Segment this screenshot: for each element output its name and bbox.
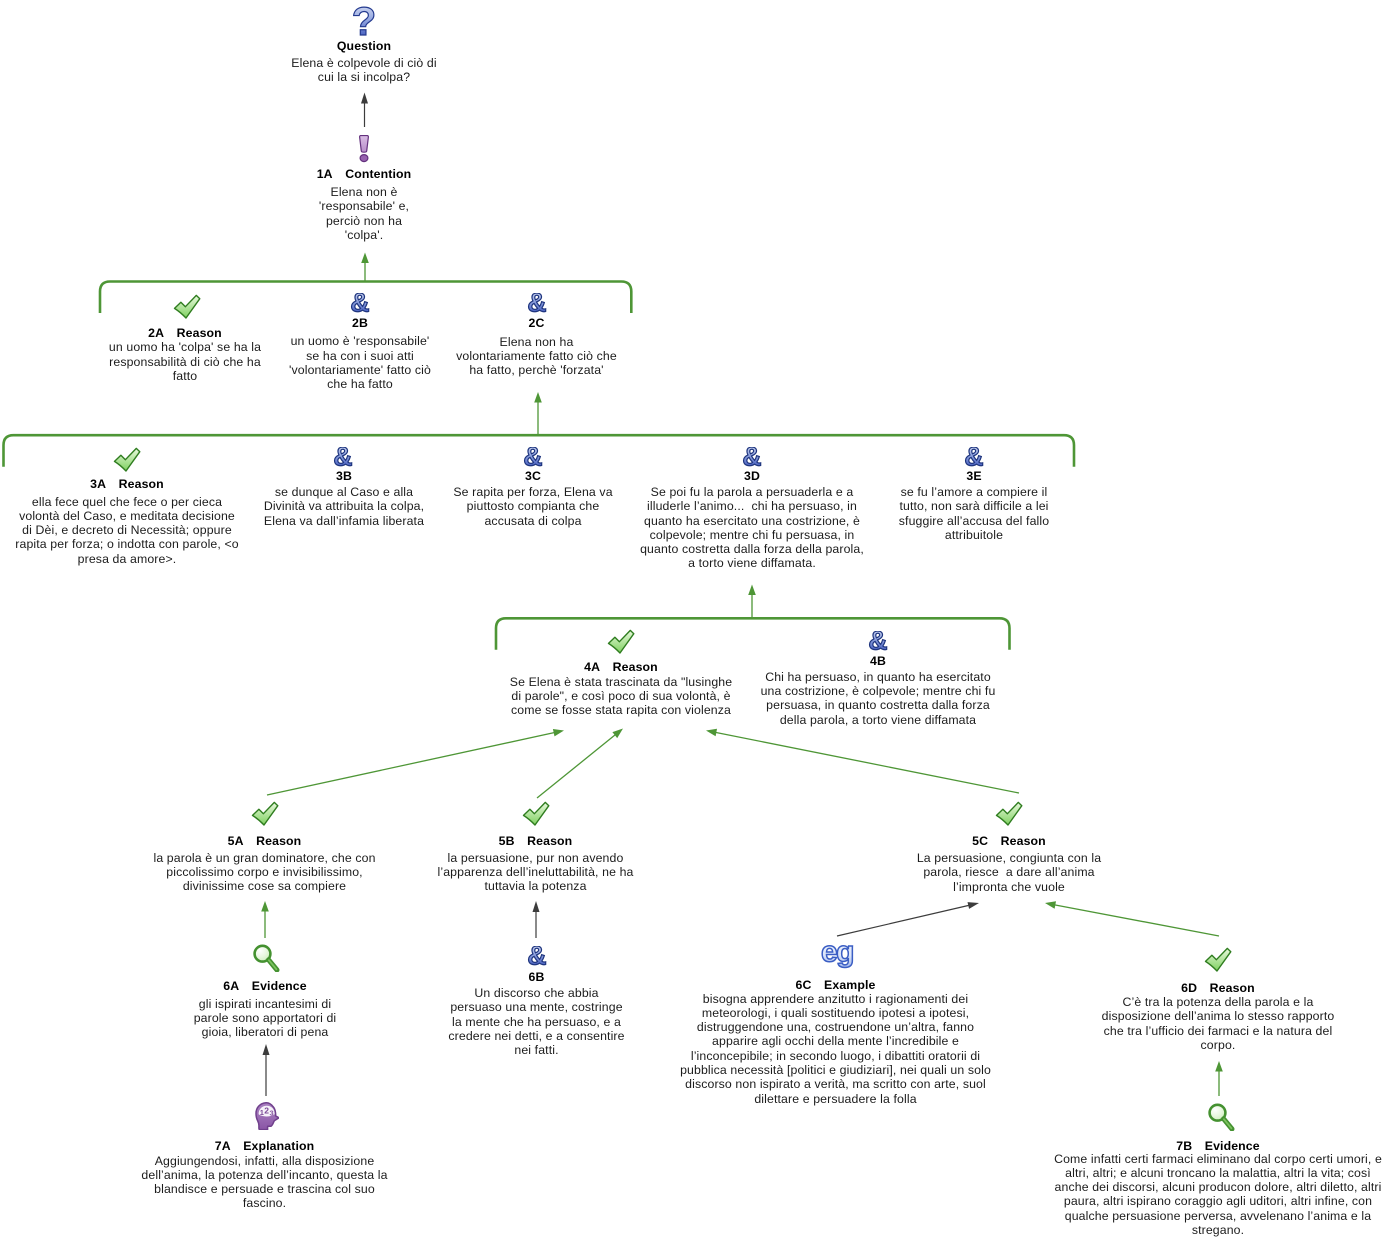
svg-text:&: & [527, 946, 546, 969]
svg-text:&: & [964, 447, 983, 470]
svg-text:&: & [350, 293, 369, 316]
svg-text:&: & [868, 631, 887, 654]
svg-text:2: 2 [264, 1105, 269, 1115]
svg-text:3: 3 [270, 1109, 274, 1118]
svg-text:&: & [527, 293, 546, 316]
svg-text:eg: eg [821, 945, 853, 969]
svg-text:&: & [742, 447, 761, 470]
svg-text:&: & [523, 447, 542, 470]
svg-text:1: 1 [260, 1108, 264, 1117]
svg-text:&: & [333, 447, 352, 470]
svg-text:?: ? [353, 6, 375, 36]
